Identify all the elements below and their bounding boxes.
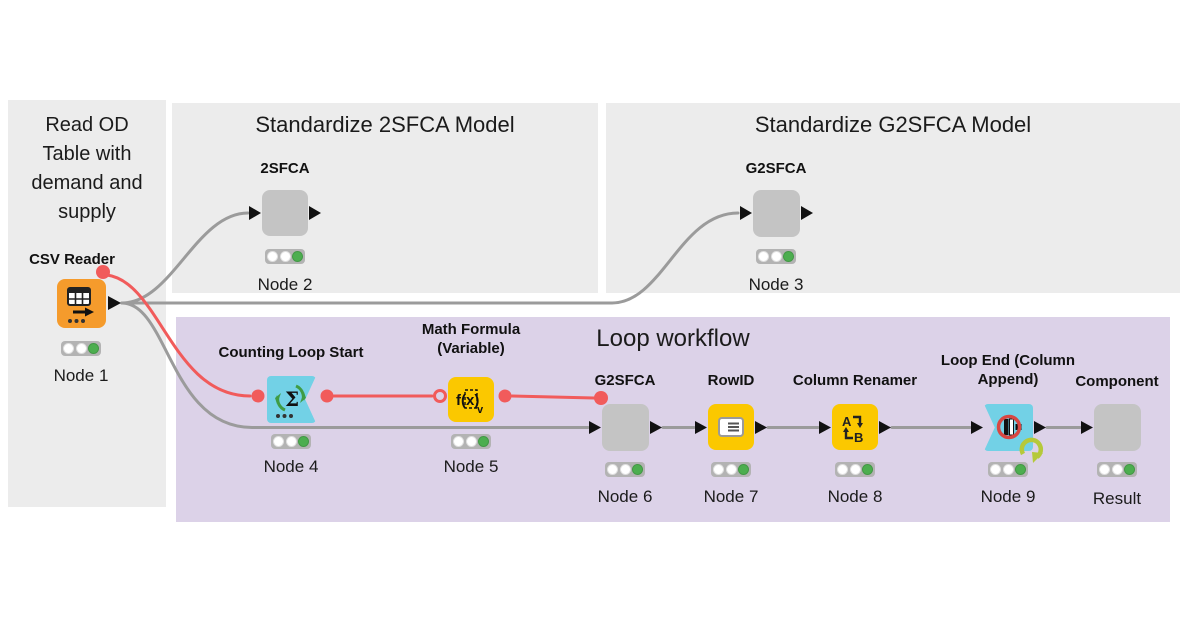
- node2-2sfca[interactable]: [262, 190, 308, 236]
- result-label: Component: [1075, 373, 1159, 390]
- sigma-loop-icon: Σ: [275, 384, 306, 418]
- flowvar-port-top-node6[interactable]: [594, 391, 608, 405]
- node6-label: G2SFCA: [594, 372, 656, 389]
- port-out-csv[interactable]: [108, 296, 121, 310]
- fx-variable-icon: f(x) v: [456, 389, 484, 416]
- node3-traffic-light: [756, 249, 796, 264]
- port-in-node7[interactable]: [695, 421, 707, 434]
- node8-column-renamer[interactable]: A B: [832, 404, 878, 450]
- svg-text:Σ: Σ: [285, 387, 299, 411]
- node9-loop-end[interactable]: [984, 404, 1033, 451]
- node1-csv-reader[interactable]: [57, 279, 106, 328]
- port-out-node9[interactable]: [1034, 421, 1046, 434]
- node3-label: G2SFCA: [745, 160, 807, 177]
- node8-traffic-light: [835, 462, 875, 477]
- node6-g2sfca[interactable]: [602, 404, 649, 451]
- port-out-node3[interactable]: [801, 206, 813, 220]
- node6-traffic-light: [605, 462, 645, 477]
- result-caption: Result: [1092, 489, 1142, 508]
- node4-traffic-light: [271, 434, 311, 449]
- port-out-node8[interactable]: [879, 421, 891, 434]
- node9-caption: Node 9: [980, 487, 1036, 506]
- node1-label: CSV Reader: [29, 251, 115, 268]
- result-component[interactable]: [1094, 404, 1141, 451]
- flowvar-port-out-node5[interactable]: [498, 389, 512, 403]
- port-in-node2[interactable]: [249, 206, 261, 220]
- wire-csv-to-node6[interactable]: [120, 301, 590, 429]
- annotation-2sfca[interactable]: Standardize 2SFCA Model: [172, 103, 598, 293]
- node1-caption: Node 1: [53, 366, 109, 385]
- port-out-node2[interactable]: [309, 206, 321, 220]
- node9-traffic-light: [988, 462, 1028, 477]
- flowvar-port-in-node4[interactable]: [251, 389, 265, 403]
- node2-caption: Node 2: [257, 275, 313, 294]
- port-in-result[interactable]: [1081, 421, 1093, 434]
- node7-caption: Node 7: [703, 487, 759, 506]
- flowvar-port-top-csv[interactable]: [96, 265, 110, 279]
- node7-traffic-light: [711, 462, 751, 477]
- port-in-node8[interactable]: [819, 421, 831, 434]
- annotation-g2sfca-title: Standardize G2SFCA Model: [754, 112, 1032, 137]
- node2-label: 2SFCA: [260, 160, 310, 177]
- annotation-g2sfca[interactable]: Standardize G2SFCA Model: [606, 103, 1180, 293]
- flowvar-port-out-node4[interactable]: [320, 389, 334, 403]
- node5-math-formula-variable[interactable]: f(x) v: [448, 377, 494, 422]
- node8-label: Column Renamer: [792, 372, 918, 389]
- node5-traffic-light: [451, 434, 491, 449]
- node3-caption: Node 3: [748, 275, 804, 294]
- result-traffic-light: [1097, 462, 1137, 477]
- port-out-node6[interactable]: [650, 421, 662, 434]
- rowid-card-icon: [718, 417, 744, 437]
- annotation-2sfca-title: Standardize 2SFCA Model: [255, 112, 515, 137]
- annotation-loop-workflow-title: Loop workflow: [596, 325, 750, 352]
- a-to-b-rename-icon: A B: [842, 414, 863, 445]
- loop-iteration-arrow-icon: [1016, 434, 1048, 471]
- port-in-node6[interactable]: [589, 421, 601, 434]
- port-out-node7[interactable]: [755, 421, 767, 434]
- node1-traffic-light: [61, 341, 101, 356]
- node5-caption: Node 5: [443, 457, 499, 476]
- node7-label: RowID: [707, 372, 755, 389]
- node7-rowid[interactable]: [708, 404, 754, 450]
- annotation-read-od-title: Read OD Table with demand and supply: [31, 114, 143, 223]
- flowvar-wire-node5-to-node6[interactable]: [510, 394, 596, 400]
- csv-reader-table-icon: [67, 287, 94, 323]
- port-in-node3[interactable]: [740, 206, 752, 220]
- node4-caption: Node 4: [263, 457, 319, 476]
- svg-text:B: B: [854, 430, 863, 445]
- node2-traffic-light: [265, 249, 305, 264]
- node8-caption: Node 8: [827, 487, 883, 506]
- node5-label: Math Formula (Variable): [421, 321, 521, 357]
- svg-text:A: A: [842, 414, 852, 429]
- loop-end-columns-icon: [996, 414, 1022, 440]
- wire-csv-to-node3[interactable]: [120, 211, 740, 305]
- status-light-yellow: [75, 343, 87, 354]
- node9-label: Loop End (Column Append): [940, 352, 1076, 388]
- wire-csv-to-node2[interactable]: [120, 211, 250, 305]
- node4-label: Counting Loop Start: [218, 344, 364, 361]
- flowvar-port-in-node5[interactable]: [433, 389, 447, 403]
- svg-text:v: v: [477, 404, 484, 416]
- status-light-red: [62, 343, 74, 354]
- port-in-node9[interactable]: [971, 421, 983, 434]
- node3-g2sfca[interactable]: [753, 190, 800, 237]
- status-light-green: [88, 343, 100, 354]
- flowvar-wire-csv-to-node4[interactable]: [105, 273, 252, 398]
- svg-text:f(x): f(x): [456, 392, 479, 409]
- node6-caption: Node 6: [597, 487, 653, 506]
